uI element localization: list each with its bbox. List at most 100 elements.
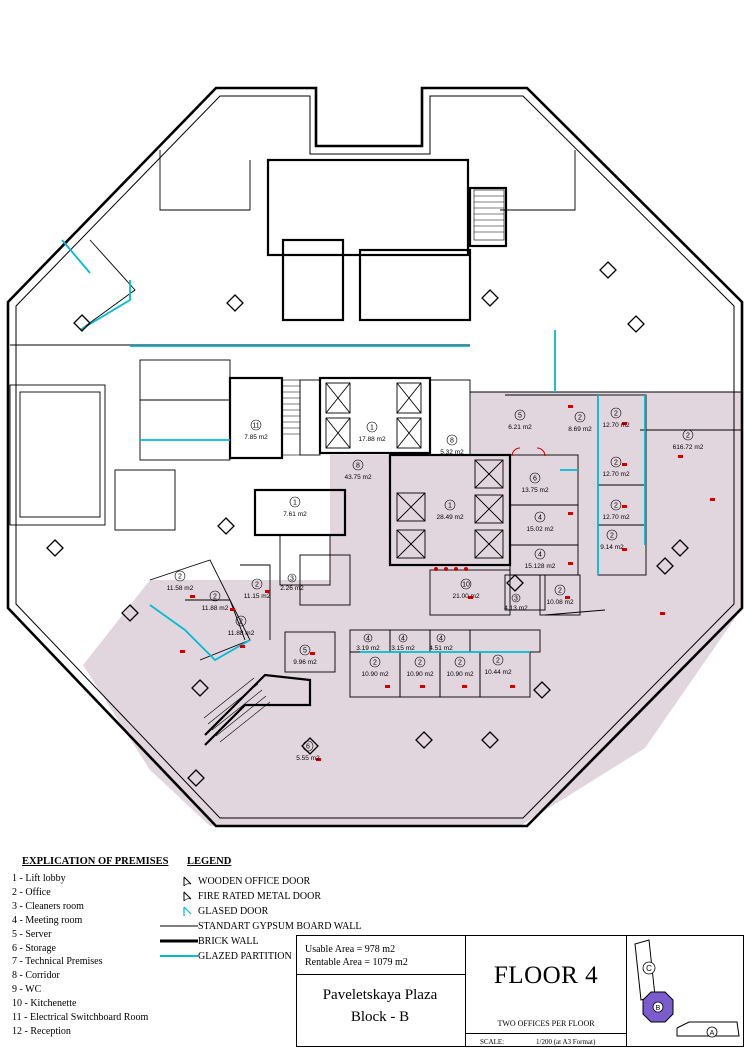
svg-text:5: 5 xyxy=(518,412,522,419)
svg-text:10.90 m2: 10.90 m2 xyxy=(406,671,433,678)
glazed-partition-icon xyxy=(160,950,198,962)
legend-metal-door: FIRE RATED METAL DOOR xyxy=(160,889,321,903)
room-label: 2 12.70 m2 xyxy=(602,499,630,521)
svg-text:11.88 m2: 11.88 m2 xyxy=(202,605,229,612)
svg-text:12.70 m2: 12.70 m2 xyxy=(602,422,629,429)
svg-text:3: 3 xyxy=(290,575,294,582)
room-label: 212.70 m2 xyxy=(602,407,630,429)
svg-text:B: B xyxy=(656,1005,661,1012)
legend-brick-wall: BRICK WALL xyxy=(160,934,259,948)
room-label: 2 8.69 m2 xyxy=(568,411,592,433)
svg-text:2: 2 xyxy=(578,414,582,421)
room-label: 5 9.96 m2 xyxy=(293,644,317,666)
brick-wall-icon xyxy=(160,935,198,947)
floor-title: FLOOR 4 xyxy=(493,962,599,989)
svg-text:11.88 m2: 11.88 m2 xyxy=(228,630,255,637)
legend-wooden-door: WOODEN OFFICE DOOR xyxy=(160,874,310,888)
columns xyxy=(46,261,689,787)
room-label: 44.51 m2 xyxy=(429,633,453,652)
room-label: 415.128 m2 xyxy=(525,548,556,570)
svg-text:10.44 m2: 10.44 m2 xyxy=(484,669,511,676)
area-summary: Usable Area = 978 m2 Rentable Area = 107… xyxy=(305,943,408,969)
svg-text:1: 1 xyxy=(293,499,297,506)
svg-text:2: 2 xyxy=(496,657,500,664)
svg-text:6.21 m2: 6.21 m2 xyxy=(508,424,532,431)
metal-door-icon xyxy=(160,890,198,902)
svg-text:8.69 m2: 8.69 m2 xyxy=(568,426,592,433)
lift-shafts xyxy=(325,382,504,559)
svg-text:15.02 m2: 15.02 m2 xyxy=(526,526,553,533)
room-label: 8 5.32 m2 xyxy=(440,434,464,456)
outlets xyxy=(180,405,715,761)
room-label: 2 11.88 m2 xyxy=(202,590,229,612)
room-label: 210.90 m2 xyxy=(361,656,389,678)
svg-text:8: 8 xyxy=(450,437,454,444)
svg-text:3: 3 xyxy=(514,595,518,602)
svg-text:4: 4 xyxy=(366,635,370,642)
svg-text:11.15 m2: 11.15 m2 xyxy=(244,593,271,600)
room-label: 65.55 m2 xyxy=(296,740,320,762)
svg-text:1: 1 xyxy=(448,502,452,509)
legend-gypsum-wall: STANDART GYPSUM BOARD WALL xyxy=(160,919,362,933)
key-b-marker xyxy=(652,1001,664,1013)
legend-glased-door: GLASED DOOR xyxy=(160,904,268,918)
svg-text:10.90 m2: 10.90 m2 xyxy=(446,671,473,678)
svg-text:3.19 m2: 3.19 m2 xyxy=(356,645,380,652)
svg-text:21.00 m2: 21.00 m2 xyxy=(452,593,479,600)
svg-text:1: 1 xyxy=(370,424,374,431)
room-label: 2 10.44 m2 xyxy=(484,654,512,676)
svg-text:5: 5 xyxy=(303,647,307,654)
svg-text:2: 2 xyxy=(178,573,182,580)
key-a-marker xyxy=(706,1026,718,1038)
project-name: Paveletskaya Plaza Block - B xyxy=(322,987,438,1025)
svg-text:43.75 m2: 43.75 m2 xyxy=(344,474,371,481)
room-label: 3 2.26 m2 xyxy=(280,573,304,592)
outer-wall xyxy=(6,86,744,828)
room-label: 843.75 m2 xyxy=(344,459,372,481)
explication-list: 1 - Lift lobby 2 - Office 3 - Cleaners r… xyxy=(12,872,148,1039)
svg-text:2: 2 xyxy=(614,502,618,509)
svg-text:2.26 m2: 2.26 m2 xyxy=(280,585,304,592)
list-item: 6 - Storage xyxy=(12,942,56,954)
svg-text:13.75 m2: 13.75 m2 xyxy=(521,487,548,494)
room-label: 17.61 m2 xyxy=(283,496,307,518)
room-label: 4 15.02 m2 xyxy=(526,511,554,533)
svg-text:9.14 m2: 9.14 m2 xyxy=(600,544,624,551)
rentable-area: Rentable Area = 1079 m2 xyxy=(305,957,408,968)
svg-text:6: 6 xyxy=(306,743,310,750)
svg-text:3.15 m2: 3.15 m2 xyxy=(391,645,415,652)
room-label: 2 11.88 m2 xyxy=(228,615,255,637)
svg-text:7.85 m2: 7.85 m2 xyxy=(244,434,268,441)
room-label: 1 17.88 m2 xyxy=(358,421,386,443)
stairs xyxy=(203,189,505,743)
door-markers xyxy=(434,447,546,571)
room-label: 5 6.21 m2 xyxy=(508,409,532,431)
svg-text:12.70 m2: 12.70 m2 xyxy=(602,514,629,521)
svg-text:2: 2 xyxy=(213,593,217,600)
svg-text:2: 2 xyxy=(686,432,690,439)
explication-title: EXPLICATION OF PREMISES xyxy=(22,856,169,867)
list-item: 11 - Electrical Switchboard Room xyxy=(12,1012,149,1024)
room-label: 2 10.08 m2 xyxy=(546,584,574,606)
svg-text:2: 2 xyxy=(239,618,243,625)
room-label: 613.75 m2 xyxy=(521,472,549,494)
svg-text:10.08 m2: 10.08 m2 xyxy=(546,599,573,606)
tenant-area-shading xyxy=(83,392,742,826)
svg-text:17.88 m2: 17.88 m2 xyxy=(358,436,385,443)
usable-area: Usable Area = 978 m2 xyxy=(305,944,396,955)
svg-text:12.70 m2: 12.70 m2 xyxy=(602,471,629,478)
svg-text:4: 4 xyxy=(538,514,542,521)
list-item: 10 - Kitchenette xyxy=(12,998,77,1010)
svg-text:2: 2 xyxy=(558,587,562,594)
svg-text:4.51 m2: 4.51 m2 xyxy=(429,645,453,652)
svg-text:9.96 m2: 9.96 m2 xyxy=(293,659,317,666)
key-plan-box xyxy=(626,935,744,1047)
key-plan: C B A xyxy=(634,939,740,1038)
list-item: 7 - Technical Premises xyxy=(12,956,103,968)
svg-text:4.13 m2: 4.13 m2 xyxy=(504,605,528,612)
key-c-marker xyxy=(642,961,656,975)
title-block-center xyxy=(465,935,627,1047)
svg-text:5.32 m2: 5.32 m2 xyxy=(440,449,464,456)
room-label: 210.90 m2 xyxy=(446,656,474,678)
